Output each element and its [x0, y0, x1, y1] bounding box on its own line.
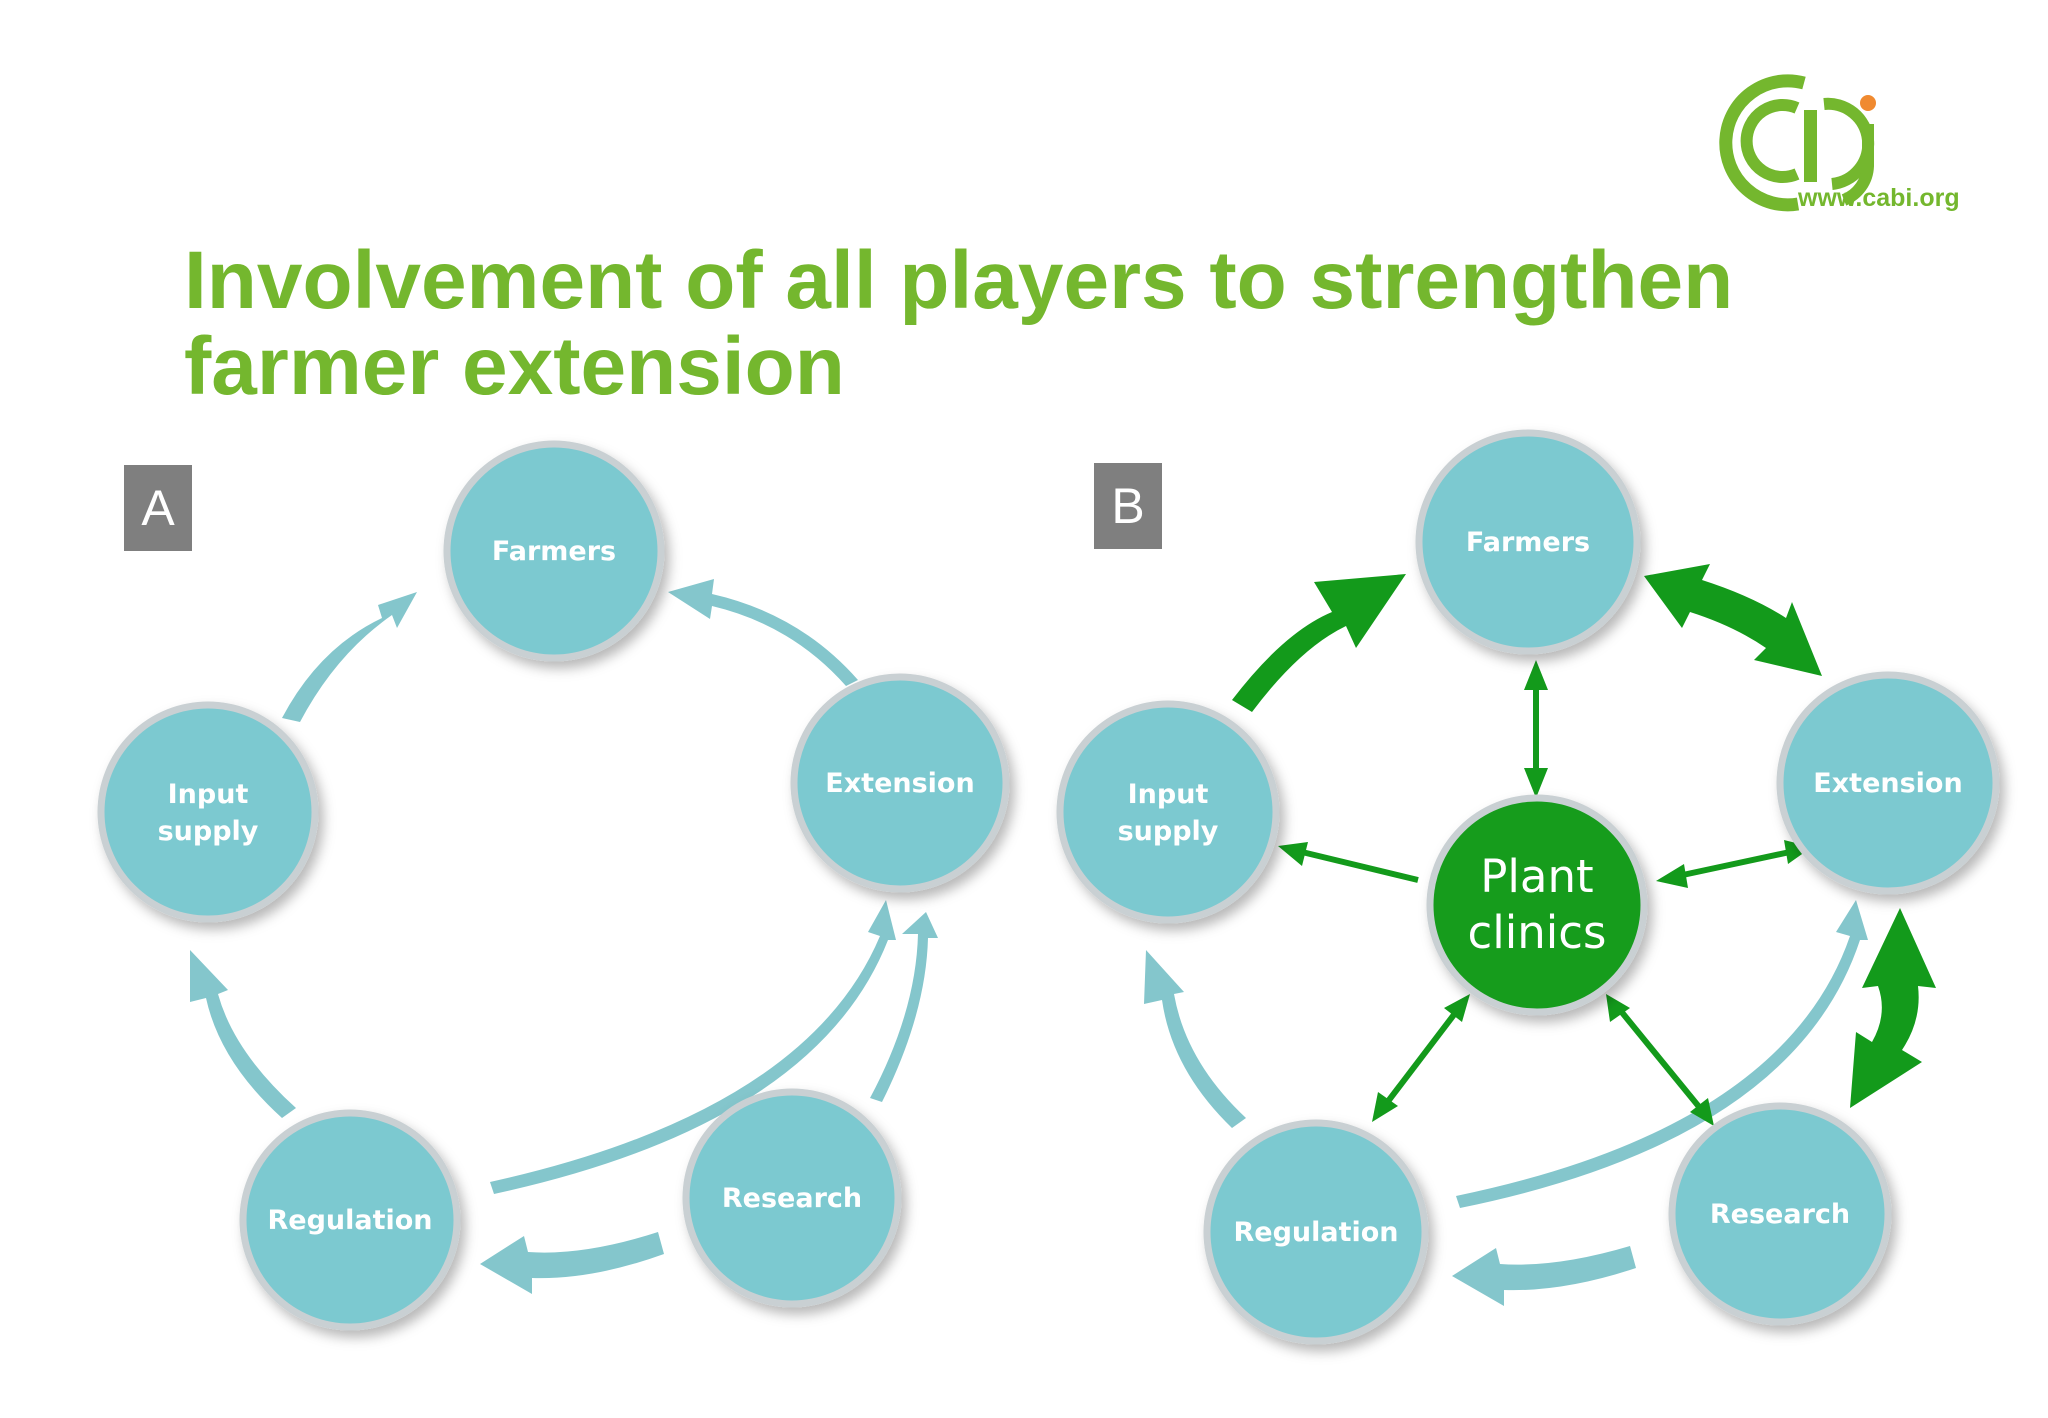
logo-url: www.cabi.org — [1798, 184, 1960, 212]
node-extension-a: Extension — [790, 673, 1010, 893]
hub-plant-clinics: Plant clinics — [1426, 794, 1648, 1016]
node-research-a: Research — [682, 1088, 902, 1308]
panel-b-tag: B — [1094, 463, 1162, 549]
panel-a-flow-arrows — [190, 579, 938, 1294]
node-input-supply-b-line2: supply — [1118, 816, 1219, 847]
hub-plant-clinics-line2: clinics — [1468, 906, 1607, 959]
spoke-hub-extension — [1656, 840, 1812, 888]
node-farmers-a: Farmers — [443, 440, 665, 662]
arrow-extension-to-farmers — [668, 579, 858, 686]
logo-inner-arc — [1740, 99, 1800, 183]
arrow-regulation-to-input — [190, 950, 296, 1118]
slide-title: Involvement of all players to strengthen… — [184, 238, 1884, 410]
node-farmers-b: Farmers — [1415, 429, 1641, 655]
arrow-research-to-regulation — [480, 1232, 664, 1294]
node-input-supply-a: Input supply — [97, 701, 319, 923]
panel-b-nodes: Farmers Extension Input supply Regulatio… — [1056, 429, 2000, 1345]
logo-stem — [1804, 110, 1817, 182]
node-input-supply-b-line1: Input — [1128, 779, 1209, 810]
node-research-b: Research — [1668, 1102, 1892, 1326]
logo-outer-arc — [1719, 74, 1806, 212]
arrow-regulation-to-input-b — [1144, 950, 1246, 1128]
hub-plant-clinics-line1: Plant — [1480, 850, 1593, 903]
node-input-supply-a-line1: Input — [168, 779, 249, 810]
spoke-hub-input-supply — [1278, 842, 1419, 883]
node-extension-b: Extension — [1776, 671, 2000, 895]
node-extension-a-label: Extension — [825, 768, 974, 799]
node-regulation-b-label: Regulation — [1233, 1217, 1398, 1248]
node-farmers-b-label: Farmers — [1466, 527, 1590, 558]
node-regulation-a-label: Regulation — [267, 1205, 432, 1236]
arrow-farmers-extension-strong — [1644, 564, 1822, 676]
node-research-a-label: Research — [722, 1183, 862, 1214]
node-farmers-a-label: Farmers — [492, 536, 616, 567]
cabi-logo-icon — [1719, 74, 1876, 212]
panel-b-strong-arrows — [1232, 564, 1936, 1108]
node-input-supply-b: Input supply — [1056, 700, 1280, 924]
arrow-research-to-extension — [870, 912, 938, 1102]
panel-a-nodes: Farmers Extension Input supply Regulatio… — [97, 440, 1010, 1331]
logo-i-stroke — [1841, 124, 1874, 206]
arrow-input-to-farmers-strong — [1232, 574, 1406, 712]
panel-a-tag: A — [124, 465, 192, 551]
spoke-hub-research — [1606, 994, 1714, 1126]
node-input-supply-a-line2: supply — [158, 816, 259, 847]
node-extension-b-label: Extension — [1813, 768, 1962, 799]
node-regulation-a: Regulation — [239, 1109, 461, 1331]
node-research-b-label: Research — [1710, 1199, 1850, 1230]
logo-dot — [1860, 95, 1876, 111]
arrow-input-to-farmers — [282, 592, 417, 722]
arrow-extension-research-strong — [1850, 908, 1936, 1108]
slide-title-line-1: Involvement of all players to strengthen — [184, 235, 1734, 326]
slide-title-line-2: farmer extension — [184, 321, 845, 412]
arrow-regulation-to-extension — [490, 900, 896, 1194]
spoke-hub-farmers — [1524, 660, 1548, 798]
arrow-research-to-regulation-b — [1452, 1246, 1636, 1306]
panel-b-flow-arrows — [1144, 900, 1868, 1306]
node-regulation-b: Regulation — [1203, 1119, 1429, 1345]
spoke-hub-regulation — [1372, 994, 1470, 1122]
arrow-regulation-to-extension-b — [1456, 900, 1868, 1208]
